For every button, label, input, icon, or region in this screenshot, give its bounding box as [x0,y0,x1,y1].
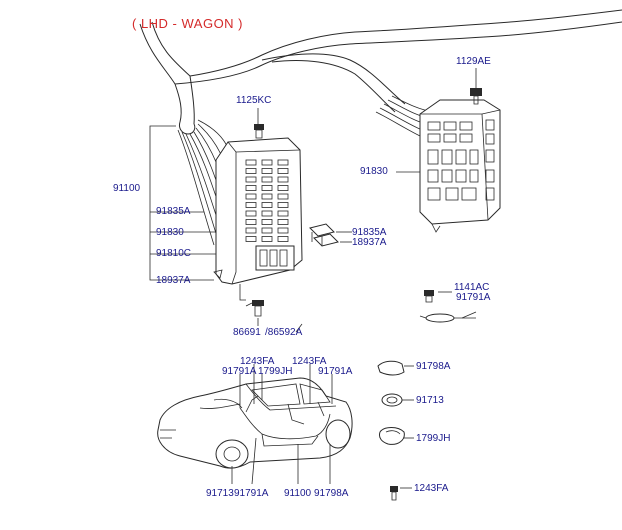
part-label-91835a-left[interactable]: 91835A [156,206,191,217]
fuse-slot [277,236,289,242]
part-label-91791a-top2[interactable]: 91791A [318,366,353,377]
part-label-91791a-bottom[interactable]: 91791A [234,488,269,499]
bolt-icon [390,486,412,501]
fuse-slot [245,219,257,225]
part-label-91798a-bottom[interactable]: 91798A [314,488,349,499]
fuse-slot [427,169,439,183]
fuse-slot [485,119,495,131]
fuse-slot [485,149,495,163]
fuse-slot [459,121,473,131]
fuse-slot [261,176,273,183]
bolt-icon [245,300,264,317]
fuse-slot [469,169,479,183]
fuse-slot [277,227,289,234]
clamp-icon [419,313,476,323]
fuse-slot [277,159,289,166]
fuse-slot [485,169,495,183]
fuse-slot [427,133,441,143]
fuse-slot [427,121,441,131]
part-label-91830-left[interactable]: 91830 [156,227,184,238]
part-label-1243fa-right[interactable]: 1243FA [414,483,449,494]
fuse-slot [443,121,457,131]
relay-icon [309,223,339,247]
fuse-slot [469,149,479,165]
fuse-slot [245,159,257,166]
fuse-slot [277,219,289,225]
leader-lines [149,68,477,333]
fuse-slot [261,159,273,166]
fuse-slot [261,210,273,217]
latch-icon [213,269,223,279]
bolt-icon [424,290,434,303]
wiring-harness-icon [139,9,622,246]
diagram-title: ( LHD - WAGON ) [132,16,244,31]
fuse-slot [441,149,453,165]
part-label-18937a-mid[interactable]: 18937A [352,237,387,248]
fuse-slot [427,187,441,201]
part-label-91100-bottom[interactable]: 91100 [284,488,312,499]
fuse-slot [261,168,273,174]
junction-box-left-icon [215,137,303,301]
fuse-slot [427,149,439,165]
fuse-slot [455,149,467,165]
part-label-86691[interactable]: 86691 [233,327,261,338]
part-label-1799jh-top[interactable]: 1799JH [258,366,293,377]
fuse-slot [445,187,459,201]
fuse-slot [245,193,257,200]
fuse-slot [441,169,453,183]
part-label-91100-main[interactable]: 91100 [113,183,141,194]
fuse-slot [245,210,257,217]
fuse-slot [277,185,289,191]
part-label-91798a-right[interactable]: 91798A [416,361,451,372]
fuse-slot [277,210,289,217]
fuse-slot [485,133,495,145]
fuse-slot [261,227,273,234]
fuse-slot [455,169,467,183]
part-label-1129ae[interactable]: 1129AE [456,56,491,67]
fuse-slot [277,176,289,183]
fuse-slot [459,133,473,143]
fuse-slot [261,185,273,191]
fuse-slot [245,176,257,183]
fuse-slot [277,193,289,200]
part-label-1141ac[interactable]: 1141AC [454,282,490,293]
fuse-slot [261,236,273,242]
part-label-91713-right[interactable]: 91713 [416,395,444,406]
part-label-91791a-right[interactable]: 91791A [456,292,491,303]
fuse-slot [245,185,257,191]
leader-lines [231,364,333,485]
part-label-1243fa-top2[interactable]: 1243FA [292,356,327,367]
fuse-slot [277,202,289,208]
part-label-86592a[interactable]: /86592A [265,327,303,338]
part-label-91713-bottom[interactable]: 91713 [206,488,234,499]
fuse-slot [261,219,273,225]
part-label-18937a-left[interactable]: 18937A [156,275,191,286]
fuse-slot [245,236,257,242]
bolt-icon [254,124,264,139]
part-label-91835a-mid[interactable]: 91835A [352,227,387,238]
fuse-slot [461,187,477,201]
grommet-icon [377,360,414,376]
part-label-1243fa-top1[interactable]: 1243FA [240,356,275,367]
bolt-icon [470,88,482,105]
fuse-slot [261,202,273,208]
fuse-slot [277,168,289,174]
part-label-91830-right[interactable]: 91830 [360,166,388,177]
fuse-slot [485,187,495,201]
junction-box-right-icon [419,99,501,233]
fuse-slot [443,133,457,143]
part-label-1799jh-right[interactable]: 1799JH [416,433,451,444]
fuse-slot [245,168,257,174]
part-label-91810c[interactable]: 91810C [156,248,192,259]
part-label-91791a-top1[interactable]: 91791A [222,366,257,377]
part-label-1125kc[interactable]: 1125KC [236,95,272,106]
fuse-slot [261,193,273,200]
clamp-icon [379,427,414,445]
wagon-car-icon [157,377,353,469]
fuse-slot [245,202,257,208]
grommet-icon [381,393,414,407]
fuse-slot [245,227,257,234]
